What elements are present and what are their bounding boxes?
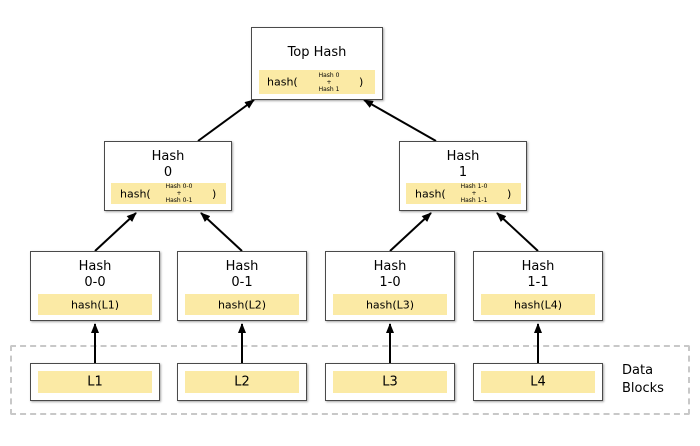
hash-0-title-line2: 0 (163, 165, 173, 180)
hash-0-title-line1: Hash (151, 149, 185, 164)
hash-1-0-formula: hash(L3) (333, 294, 447, 315)
data-block-l1-label: L1 (87, 374, 103, 390)
top-hash-close: ) (359, 75, 364, 89)
arrow-hash-1-0-to-hash-1 (389, 212, 432, 252)
arrow-hash-1-to-top (363, 99, 437, 142)
hash-1-close: ) (507, 187, 512, 200)
arrow-hash-1-1-to-hash-1 (496, 212, 539, 252)
hash-1-1-fn: hash(L4) (513, 298, 563, 311)
top-hash-plus: + (326, 79, 332, 86)
hash-0-input-1: Hash 0-0 (165, 183, 193, 190)
data-block-l2-fill: L2 (185, 371, 299, 393)
data-block-l3-label: L3 (382, 374, 398, 390)
top-hash-input-2: Hash 1 (318, 86, 340, 93)
data-block-l4-fill: L4 (481, 371, 595, 393)
hash-1-input-1: Hash 1-0 (460, 183, 488, 190)
hash-0-plus: + (176, 190, 182, 197)
hash-1-1-title-line1: Hash (521, 259, 555, 274)
hash-0-input-2: Hash 0-1 (165, 197, 193, 204)
data-blocks-region (10, 345, 690, 415)
hash-1-title-line1: Hash (446, 149, 480, 164)
data-block-l1-fill: L1 (38, 371, 152, 393)
hash-0-inputs: Hash 0-0 + Hash 0-1 (157, 183, 201, 204)
top-hash-title: Top Hash (287, 45, 347, 60)
data-block-l2: L2 (177, 363, 307, 401)
hash-0-close: ) (212, 187, 217, 200)
hash-0-fn: hash( (120, 187, 151, 200)
data-blocks-label-line2: Blocks (622, 381, 664, 396)
data-block-l2-label: L2 (234, 374, 250, 390)
hash-0-1-fn: hash(L2) (217, 298, 267, 311)
hash-1-plus: + (471, 190, 477, 197)
hash-1-0-title-line2: 1-0 (379, 275, 401, 290)
hash-1-input-2: Hash 1-1 (460, 197, 488, 204)
hash-1-0-title-line1: Hash (373, 259, 407, 274)
top-hash-inputs: Hash 0 + Hash 1 (309, 72, 349, 93)
arrow-hash-0-to-top (197, 99, 255, 142)
data-block-l4: L4 (473, 363, 603, 401)
hash-0-0-formula: hash(L1) (38, 294, 152, 315)
top-hash-fn: hash( (267, 75, 298, 89)
data-blocks-label: Data Blocks (622, 362, 664, 398)
hash-1-fn: hash( (415, 187, 446, 200)
data-block-l3: L3 (325, 363, 455, 401)
hash-0-1-node: Hash 0-1 hash(L2) (177, 251, 307, 321)
data-blocks-label-line1: Data (622, 363, 654, 378)
hash-1-1-title-line2: 1-1 (527, 275, 549, 290)
top-hash-formula: hash( Hash 0 + Hash 1 ) (259, 70, 375, 94)
hash-1-1-node: Hash 1-1 hash(L4) (473, 251, 603, 321)
hash-0-0-title-line1: Hash (78, 259, 112, 274)
hash-1-title-line2: 1 (458, 165, 468, 180)
arrow-hash-0-0-to-hash-0 (94, 212, 137, 252)
hash-0-1-title-line2: 0-1 (231, 275, 253, 290)
hash-0-1-formula: hash(L2) (185, 294, 299, 315)
data-block-l1: L1 (30, 363, 160, 401)
hash-1-0-node: Hash 1-0 hash(L3) (325, 251, 455, 321)
data-block-l4-label: L4 (530, 374, 546, 390)
hash-0-0-title-line2: 0-0 (84, 275, 106, 290)
hash-0-formula: hash( Hash 0-0 + Hash 0-1 ) (111, 183, 226, 204)
top-hash-input-1: Hash 0 (318, 72, 340, 79)
hash-1-inputs: Hash 1-0 + Hash 1-1 (452, 183, 496, 204)
top-hash-node: Top Hash hash( Hash 0 + Hash 1 ) (251, 27, 383, 100)
hash-1-node: Hash 1 hash( Hash 1-0 + Hash 1-1 ) (399, 141, 527, 211)
data-block-l3-fill: L3 (333, 371, 447, 393)
hash-0-0-fn: hash(L1) (70, 298, 120, 311)
hash-1-1-formula: hash(L4) (481, 294, 595, 315)
hash-1-formula: hash( Hash 1-0 + Hash 1-1 ) (406, 183, 521, 204)
hash-0-1-title-line1: Hash (225, 259, 259, 274)
hash-1-0-fn: hash(L3) (365, 298, 415, 311)
hash-0-0-node: Hash 0-0 hash(L1) (30, 251, 160, 321)
arrow-hash-0-1-to-hash-0 (200, 212, 243, 252)
hash-0-node: Hash 0 hash( Hash 0-0 + Hash 0-1 ) (104, 141, 232, 211)
